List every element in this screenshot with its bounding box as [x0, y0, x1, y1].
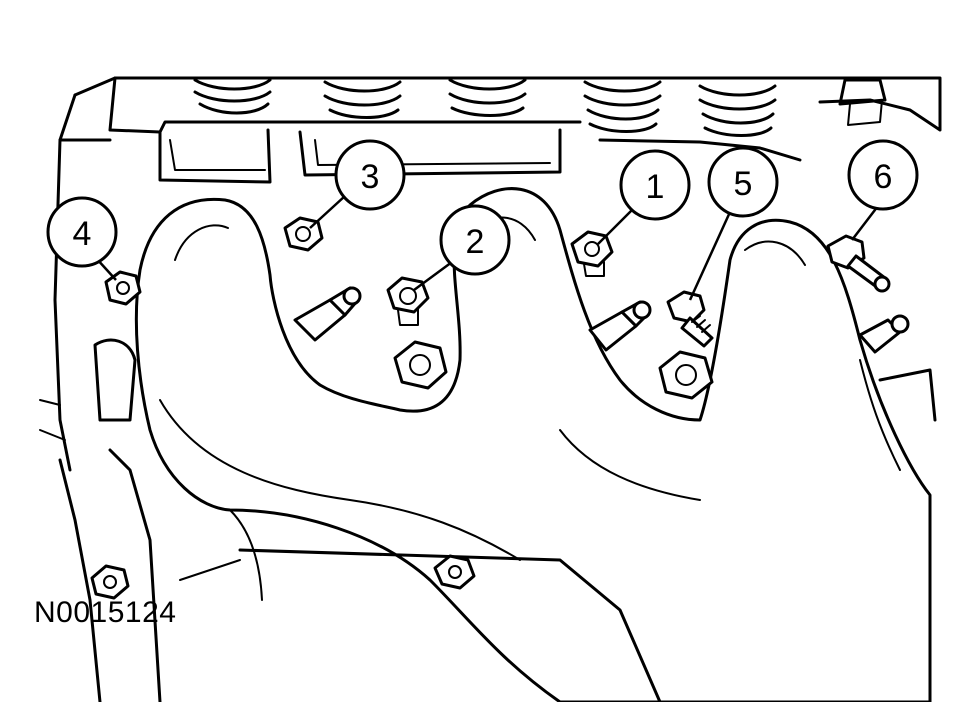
callout-leaders — [95, 195, 879, 301]
nut-1 — [570, 230, 614, 277]
engine-block-lower — [39, 338, 937, 702]
large-bolt — [393, 340, 448, 390]
callout-label: 3 — [361, 158, 380, 196]
rocker-arm — [838, 78, 887, 126]
leader-2 — [413, 260, 453, 292]
spark-plug — [858, 314, 910, 354]
leader-1 — [597, 209, 633, 245]
callout-6: 6 — [847, 139, 919, 211]
block-bolt — [90, 564, 130, 600]
fasteners — [90, 216, 891, 600]
leader-5 — [688, 211, 732, 301]
spark-plug — [293, 286, 362, 342]
callout-5: 5 — [707, 146, 779, 218]
block-bolt — [433, 554, 476, 590]
valve-spring — [448, 78, 527, 117]
callout-label: 5 — [734, 165, 753, 203]
valve-springs — [193, 78, 887, 137]
stud-4 — [104, 270, 142, 306]
leader-3 — [309, 195, 346, 229]
exhaust-manifold — [134, 187, 932, 702]
stud-5 — [666, 290, 714, 348]
callout-1: 1 — [619, 149, 691, 221]
spark-plugs — [293, 286, 910, 354]
callout-label: 6 — [874, 158, 893, 196]
callout-label: 4 — [73, 215, 92, 253]
callout-3: 3 — [334, 139, 406, 211]
callout-2: 2 — [439, 204, 511, 276]
stud-6 — [826, 234, 891, 293]
callout-label: 1 — [646, 168, 665, 206]
valve-spring — [193, 78, 272, 115]
callout-label: 2 — [466, 223, 485, 261]
valve-spring — [583, 80, 662, 133]
large-bolt — [658, 350, 714, 400]
spark-plug — [588, 300, 652, 352]
valve-spring — [323, 80, 402, 119]
callout-4: 4 — [46, 196, 118, 268]
valve-spring — [698, 84, 777, 137]
leader-6 — [851, 205, 879, 241]
figure-id-label: N0015124 — [34, 596, 177, 629]
